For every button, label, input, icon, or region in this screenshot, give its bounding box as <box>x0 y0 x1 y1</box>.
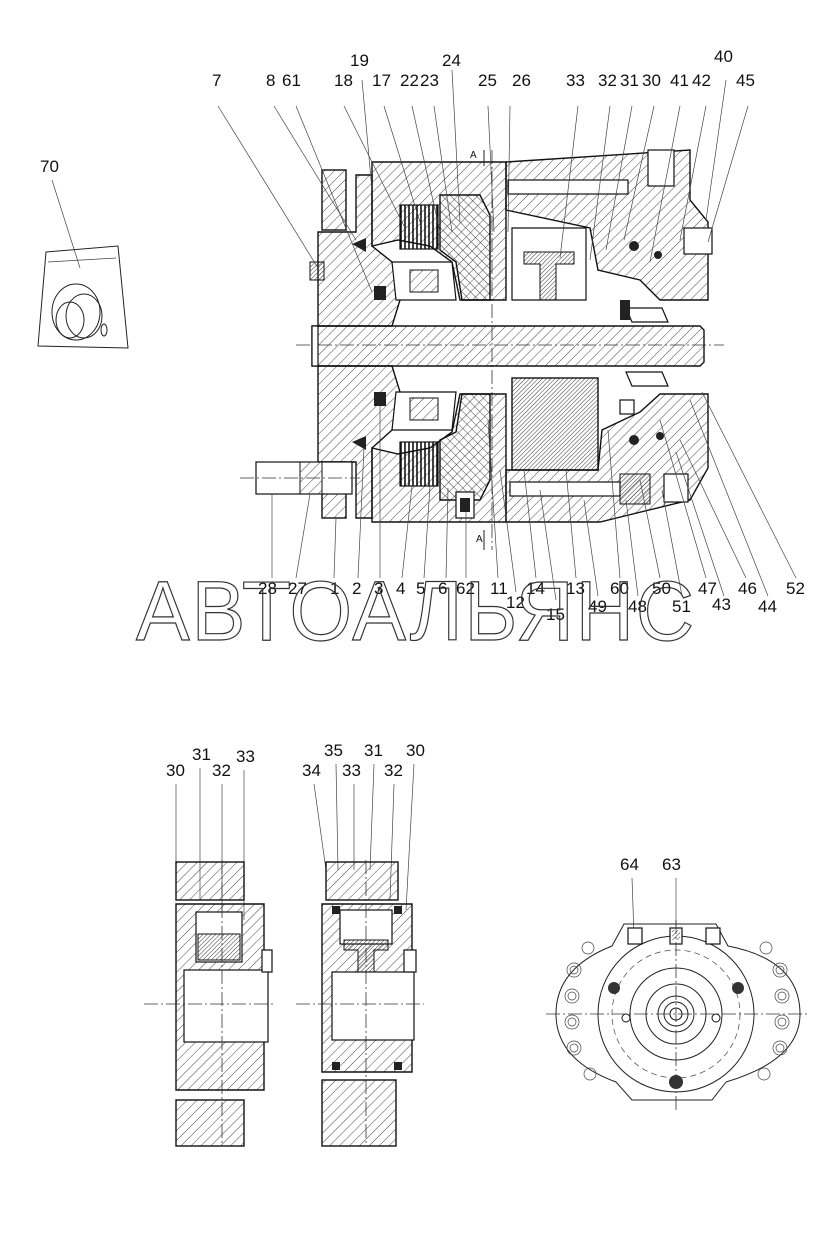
svg-text:A: A <box>476 534 483 545</box>
callout-30: 30 <box>642 71 661 90</box>
svg-text:32: 32 <box>384 761 403 780</box>
callout-4: 4 <box>396 579 405 598</box>
callout-51: 51 <box>672 597 691 616</box>
callout-15: 15 <box>546 605 565 624</box>
svg-text:63: 63 <box>662 855 681 874</box>
callout-11: 11 <box>490 579 508 598</box>
callout-19: 19 <box>350 51 369 70</box>
svg-text:34: 34 <box>302 761 321 780</box>
top-callouts: 7 8 61 18 19 17 22 23 24 25 26 33 32 31 … <box>212 47 755 90</box>
svg-text:A: A <box>470 150 477 161</box>
callout-26: 26 <box>512 71 531 90</box>
callout-2: 2 <box>352 579 361 598</box>
end-view: 64 63 <box>546 855 808 1110</box>
svg-text:33: 33 <box>342 761 361 780</box>
callout-6: 6 <box>438 579 447 598</box>
top-leader-lines <box>217 69 749 293</box>
callout-50: 50 <box>652 579 671 598</box>
callout-8: 8 <box>266 71 275 90</box>
seal-kit-bag: 70 <box>37 157 129 349</box>
main-section-view: A A <box>240 149 724 550</box>
callout-43: 43 <box>712 595 731 614</box>
callout-52: 52 <box>786 579 805 598</box>
svg-text:32: 32 <box>212 761 231 780</box>
callout-13: 13 <box>566 579 585 598</box>
callout-27: 27 <box>288 579 307 598</box>
callout-42: 42 <box>692 71 711 90</box>
svg-text:35: 35 <box>324 741 343 760</box>
callout-23: 23 <box>420 71 439 90</box>
callout-28: 28 <box>258 579 277 598</box>
bottom-callouts: 28 27 1 2 3 4 5 6 62 11 12 14 15 13 49 6… <box>258 579 805 624</box>
detail-view-left: 30 31 32 33 <box>144 745 276 1147</box>
callout-60: 60 <box>610 579 629 598</box>
svg-text:30: 30 <box>166 761 185 780</box>
callout-62: 62 <box>456 579 475 598</box>
svg-text:30: 30 <box>406 741 425 760</box>
callout-31: 31 <box>620 71 639 90</box>
callout-70: 70 <box>40 157 59 176</box>
svg-text:31: 31 <box>364 741 383 760</box>
bottom-leader-lines <box>271 391 797 601</box>
svg-text:33: 33 <box>236 747 255 766</box>
callout-44: 44 <box>758 597 777 616</box>
callout-47: 47 <box>698 579 717 598</box>
watermark: АВТОАЛЬЯНС <box>136 564 696 658</box>
callout-7: 7 <box>212 71 221 90</box>
callout-25: 25 <box>478 71 497 90</box>
callout-48: 48 <box>628 597 647 616</box>
callout-49: 49 <box>588 597 607 616</box>
detail-view-middle: 34 35 33 31 32 30 <box>296 741 425 1147</box>
callout-5: 5 <box>416 579 425 598</box>
callout-22: 22 <box>400 71 419 90</box>
callout-12: 12 <box>506 593 525 612</box>
callout-3: 3 <box>374 579 383 598</box>
callout-24: 24 <box>442 51 461 70</box>
callout-14: 14 <box>526 579 545 598</box>
svg-text:31: 31 <box>192 745 211 764</box>
callout-1: 1 <box>330 579 339 598</box>
callout-40: 40 <box>714 47 733 66</box>
callout-46: 46 <box>738 579 757 598</box>
callout-45: 45 <box>736 71 755 90</box>
callout-33: 33 <box>566 71 585 90</box>
callout-32: 32 <box>598 71 617 90</box>
callout-61: 61 <box>282 71 301 90</box>
svg-text:64: 64 <box>620 855 639 874</box>
callout-18: 18 <box>334 71 353 90</box>
callout-17: 17 <box>372 71 391 90</box>
callout-41: 41 <box>670 71 689 90</box>
